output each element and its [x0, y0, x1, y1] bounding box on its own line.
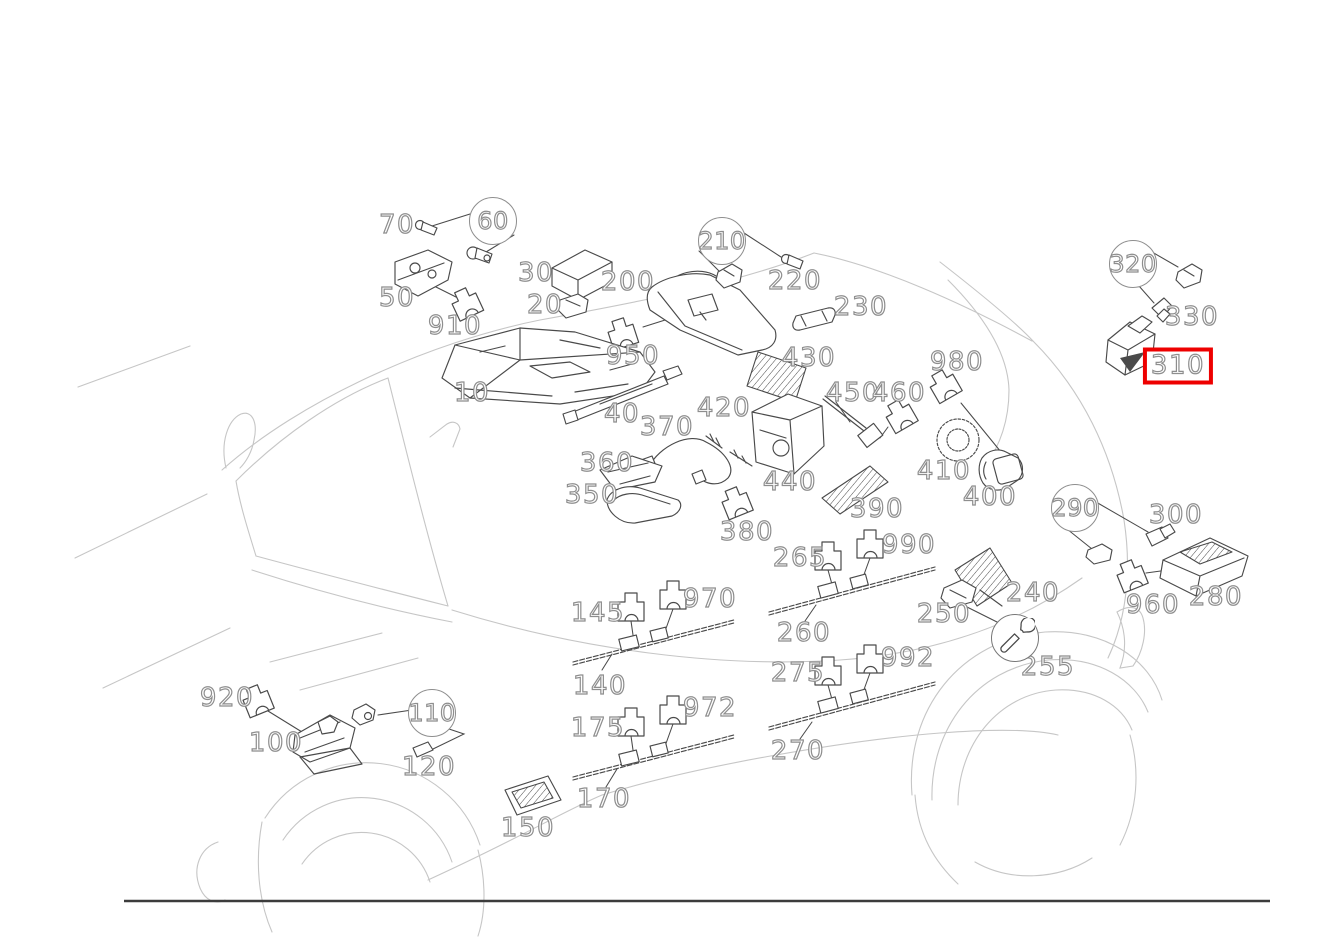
part-callout-950[interactable]: 950 — [605, 341, 661, 371]
part-callout-920[interactable]: 920 — [199, 683, 255, 713]
part-drawing-harness-275-992[interactable] — [768, 644, 936, 731]
part-drawing-250[interactable] — [940, 579, 977, 609]
part-sketches — [239, 219, 1249, 816]
part-callout-410[interactable]: 410 — [916, 456, 972, 486]
part-callout-280[interactable]: 280 — [1188, 582, 1244, 612]
part-callout-380[interactable]: 380 — [719, 517, 775, 547]
wrench-icon[interactable] — [991, 614, 1039, 662]
part-drawing-100[interactable] — [292, 714, 363, 775]
part-callout-250[interactable]: 250 — [916, 599, 972, 629]
part-drawing-150[interactable] — [504, 775, 562, 816]
part-drawing-70[interactable] — [414, 219, 438, 236]
part-callout-260[interactable]: 260 — [776, 618, 832, 648]
part-callout-270[interactable]: 270 — [770, 736, 826, 766]
part-drawing-230[interactable] — [792, 307, 836, 331]
part-drawing-310[interactable] — [1105, 315, 1156, 376]
part-callout-175[interactable]: 175 — [570, 713, 626, 743]
part-drawing-280[interactable] — [1159, 537, 1249, 597]
part-callout-350[interactable]: 350 — [564, 480, 620, 510]
part-drawing-20[interactable] — [557, 293, 589, 319]
part-drawing-60[interactable] — [466, 246, 493, 264]
part-callout-400[interactable]: 400 — [962, 482, 1018, 512]
part-callout-310[interactable]: 310 — [1142, 347, 1214, 385]
part-callout-30[interactable]: 30 — [517, 258, 555, 288]
part-drawing-350[interactable] — [606, 486, 682, 524]
part-callout-330[interactable]: 330 — [1164, 302, 1220, 332]
part-callout-230[interactable]: 230 — [833, 292, 889, 322]
part-callout-265[interactable]: 265 — [772, 543, 828, 573]
part-callout-360[interactable]: 360 — [579, 448, 635, 478]
part-callout-50[interactable]: 50 — [378, 283, 416, 313]
part-callout-170[interactable]: 170 — [576, 784, 632, 814]
part-drawing-450[interactable] — [822, 395, 884, 449]
part-callout-990[interactable]: 990 — [881, 530, 937, 560]
part-callout-240[interactable]: 240 — [1005, 578, 1061, 608]
part-drawing-290[interactable] — [1085, 543, 1113, 565]
part-callout-910[interactable]: 910 — [427, 311, 483, 341]
part-callout-390[interactable]: 390 — [849, 494, 905, 524]
part-callout-430[interactable]: 430 — [781, 343, 837, 373]
part-drawing-320[interactable] — [1175, 263, 1203, 289]
part-callout-60[interactable]: 60 — [469, 197, 517, 245]
part-callout-210[interactable]: 210 — [698, 217, 746, 265]
part-drawing-harness-175-972[interactable] — [572, 695, 735, 781]
part-callout-980[interactable]: 980 — [929, 347, 985, 377]
part-callout-960[interactable]: 960 — [1125, 590, 1181, 620]
part-callout-220[interactable]: 220 — [767, 266, 823, 296]
part-drawing-30[interactable] — [551, 249, 613, 301]
part-callout-150[interactable]: 150 — [500, 813, 556, 843]
part-callout-320[interactable]: 320 — [1109, 240, 1157, 288]
part-drawing-300[interactable] — [1145, 523, 1176, 547]
part-callout-70[interactable]: 70 — [378, 210, 416, 240]
part-callout-275[interactable]: 275 — [770, 658, 826, 688]
part-callout-370[interactable]: 370 — [639, 412, 695, 442]
part-callout-972[interactable]: 972 — [682, 693, 738, 723]
part-drawing-200[interactable] — [646, 270, 777, 356]
part-callout-200[interactable]: 200 — [600, 267, 656, 297]
part-callout-120[interactable]: 120 — [401, 752, 457, 782]
part-drawing-50[interactable] — [394, 249, 453, 297]
part-callout-140[interactable]: 140 — [572, 671, 628, 701]
part-drawing-330[interactable] — [1151, 297, 1173, 323]
part-callout-10[interactable]: 10 — [453, 378, 491, 408]
part-callout-20[interactable]: 20 — [526, 290, 564, 320]
part-drawing-harness-265-990[interactable] — [768, 529, 936, 616]
part-callout-460[interactable]: 460 — [871, 378, 927, 408]
part-callout-992[interactable]: 992 — [880, 643, 936, 673]
part-callout-100[interactable]: 100 — [248, 728, 304, 758]
part-callout-110[interactable]: 110 — [408, 689, 456, 737]
part-drawing-110[interactable] — [351, 703, 376, 726]
part-drawing-440[interactable] — [751, 393, 825, 475]
part-callout-440[interactable]: 440 — [762, 467, 818, 497]
part-callout-300[interactable]: 300 — [1148, 500, 1204, 530]
part-drawing-410[interactable] — [936, 418, 980, 462]
part-callout-290[interactable]: 290 — [1051, 484, 1099, 532]
part-drawing-420[interactable] — [705, 433, 753, 467]
part-drawing-120[interactable] — [412, 741, 434, 758]
part-drawing-220[interactable] — [780, 253, 804, 270]
part-drawing-210[interactable] — [715, 263, 743, 289]
part-drawing-harness-145-970[interactable] — [572, 580, 735, 666]
part-callout-420[interactable]: 420 — [696, 393, 752, 423]
part-callout-255[interactable]: 255 — [1020, 652, 1076, 682]
part-callout-450[interactable]: 450 — [825, 378, 881, 408]
part-drawing-40[interactable] — [562, 365, 683, 425]
part-drawing-400[interactable] — [978, 449, 1024, 491]
part-callout-145[interactable]: 145 — [570, 598, 626, 628]
part-drawing-390[interactable] — [821, 465, 889, 515]
part-callout-40[interactable]: 40 — [603, 399, 641, 429]
part-callout-970[interactable]: 970 — [682, 584, 738, 614]
part-drawing-360[interactable] — [599, 455, 663, 491]
